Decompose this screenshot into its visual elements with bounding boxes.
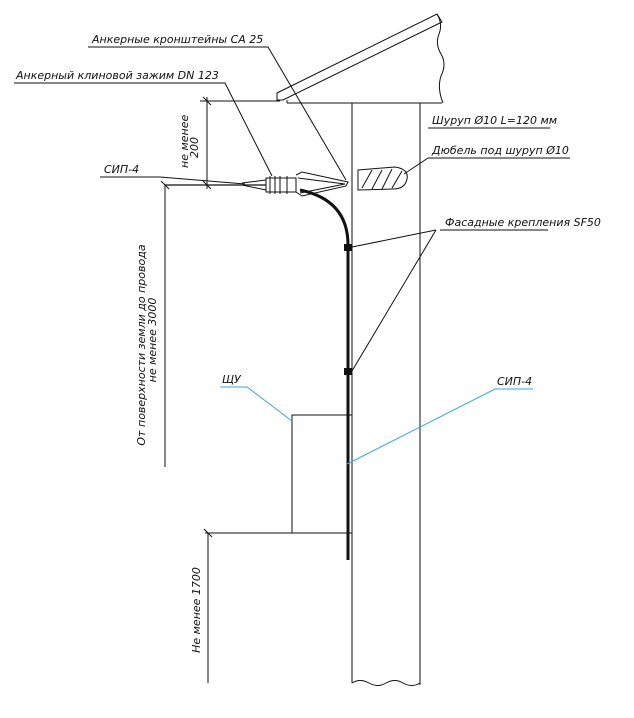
dim-ground-height-line1: От поверхности земли до провода — [135, 244, 148, 445]
label-facade-fasteners: Фасадные крепления SF50 — [445, 216, 601, 229]
panel-box — [205, 414, 352, 534]
label-sip-right: СИП-4 — [497, 375, 532, 388]
anchor-clamp — [241, 171, 349, 197]
wall — [351, 103, 421, 686]
dim-panel-height: Не менее 1700 — [190, 567, 203, 653]
sip-cable — [165, 184, 352, 560]
facade-fastener-1 — [344, 244, 352, 251]
dimension-lines — [160, 96, 280, 683]
label-sip-left: СИП-4 — [104, 163, 139, 176]
roof — [276, 13, 445, 104]
leaders — [14, 46, 570, 465]
label-panel: ЩУ — [222, 373, 242, 386]
facade-fastener-2 — [344, 368, 352, 375]
dowel-screw — [357, 166, 408, 191]
label-dowel: Дюбель под шуруп Ø10 — [431, 144, 569, 157]
label-anchor-brackets: Анкерные кронштейны CA 25 — [91, 33, 263, 46]
dim-roof-gap-line2: 200 — [188, 137, 201, 158]
label-anchor-clamp: Анкерный клиновой зажим DN 123 — [15, 69, 219, 82]
dim-ground-height-line2: не менее 3000 — [146, 298, 159, 383]
label-screw: Шуруп Ø10 L=120 мм — [432, 114, 557, 127]
dim-roof-gap-line1: не менее — [178, 115, 191, 168]
